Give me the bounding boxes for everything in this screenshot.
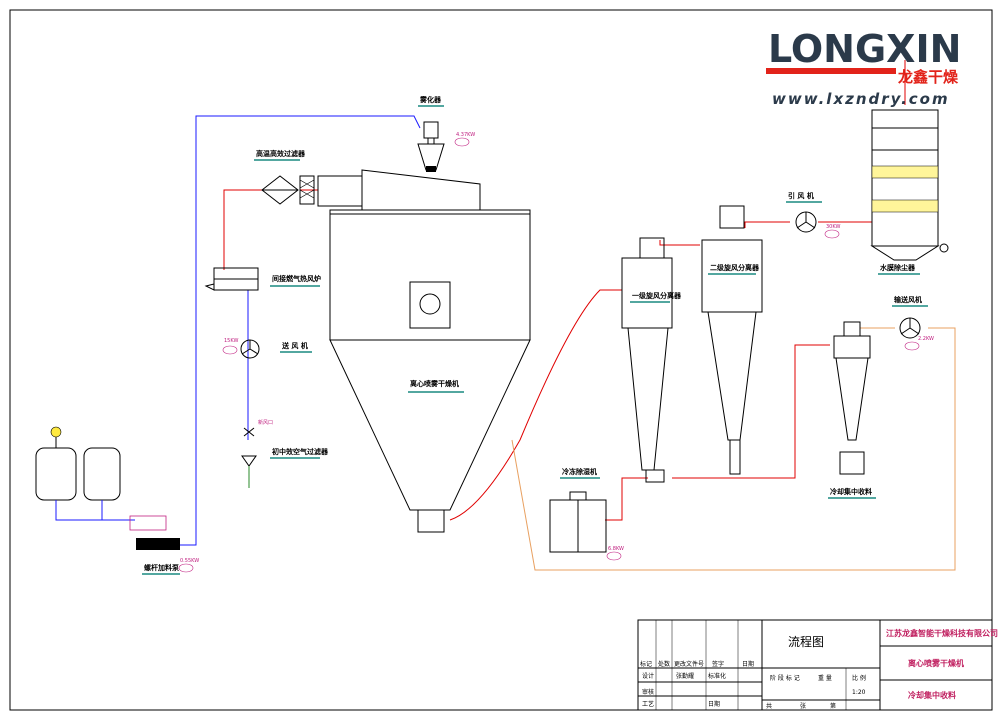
tb-of: 第 [830,702,836,710]
dryer-label: 离心喷雾干燥机 [410,379,459,388]
tb-process: 工艺 [642,700,654,708]
supply-fan: 送 风 机 15KW [222,338,312,359]
pump-power: 0.55KW [180,558,199,564]
spray-dryer: 离心喷雾干燥机 [317,169,531,533]
cyclone-2: 二级旋风分离器 [701,205,763,475]
heater-label: 间接燃气热风炉 [272,274,321,283]
dehum-label: 冷冻除湿机 [562,467,597,476]
tb-date2: 日期 [708,700,720,708]
drawing-border [9,9,993,711]
logo-brand: LONGXIN [768,27,961,71]
water-scrubber: 水膜除尘器 [870,109,949,275]
tb-sheet: 张 [800,702,806,710]
scrubber-label: 水膜除尘器 [880,263,916,272]
tb-date: 日期 [742,660,754,668]
atomizer-power: 4.37KW [456,132,475,138]
tb-change-doc: 更改文件号 [674,660,704,668]
heater: 间接燃气热风炉 [204,267,321,291]
supply-fan-label: 送 风 机 [281,341,308,350]
tb-qty: 处数 [658,660,670,668]
conveying-fan-power: 2.2KW [918,336,934,342]
hepa-label: 高温高效过滤器 [256,149,306,158]
tb-mark: 标记 [640,660,652,668]
pre-filter: 新风口 初中效空气过滤器 [241,419,329,488]
tb-designer: 张勤耀 [676,672,694,680]
cooling-air-pipe [511,327,956,571]
tb-review: 审核 [642,688,654,696]
induced-fan-label: 引 风 机 [788,191,814,200]
atomizer-label: 雾化器 [419,95,442,104]
feed-tanks [35,426,135,521]
title-block: 流程图 江苏龙鑫智能干燥科技有限公司 离心喷雾干燥机 冷却集中收料 1:20 标… [637,619,998,711]
fresh-air-label: 新风口 [258,419,273,426]
product-pipe [449,289,622,521]
induced-fan-power: 30KW [826,224,840,230]
collection-cyclone: 冷却集中收料 [828,321,876,499]
logo-url: www.lxzndry.com [772,90,950,108]
pump-label: 螺杆加料泵 [144,563,179,572]
tb-stage-mark: 阶 段 标 记 [770,674,800,682]
tb-total: 共 [766,702,772,710]
tb-scale: 1:20 [852,689,866,696]
tb-company: 江苏龙鑫智能干燥科技有限公司 [886,628,998,638]
tb-design: 设计 [642,672,654,680]
conveying-fan: 输送风机 2.2KW [892,295,934,351]
cold-collect-label: 冷却集中收料 [830,487,872,496]
hepa-filter: 高温高效过滤器 [254,149,315,205]
supply-fan-power: 15KW [224,338,238,344]
dehumidifier: 冷冻除湿机 6.8KW [549,467,624,561]
tb-sign: 签字 [712,660,724,668]
cyclone-1: 一级旋风分离器 [621,237,682,483]
atomizer: 雾化器 4.37KW [417,95,475,172]
cyclone-2-label: 二级旋风分离器 [710,263,760,272]
hot-air-pipe [223,189,262,270]
logo: LONGXIN 龙鑫干燥 www.lxzndry.com [766,27,961,108]
tb-standard: 标准化 [708,672,726,680]
cyclone-1-label: 一级旋风分离器 [632,291,682,300]
tb-product: 离心喷雾干燥机 [908,658,964,668]
induced-fan: 引 风 机 30KW [786,191,840,239]
conveying-fan-label: 输送风机 [894,295,922,304]
logo-brand-cn: 龙鑫干燥 [897,68,959,86]
tb-drawing-name: 流程图 [788,634,824,649]
tb-ratio: 比 例 [852,674,866,682]
dehum-power: 6.8KW [608,546,624,552]
tb-sub: 冷却集中收料 [908,690,956,700]
tb-weight: 重 量 [818,674,832,682]
feed-pipe [170,115,421,546]
screw-pump: 螺杆加料泵 0.55KW [129,515,199,575]
pre-filter-label: 初中效空气过滤器 [272,447,329,456]
